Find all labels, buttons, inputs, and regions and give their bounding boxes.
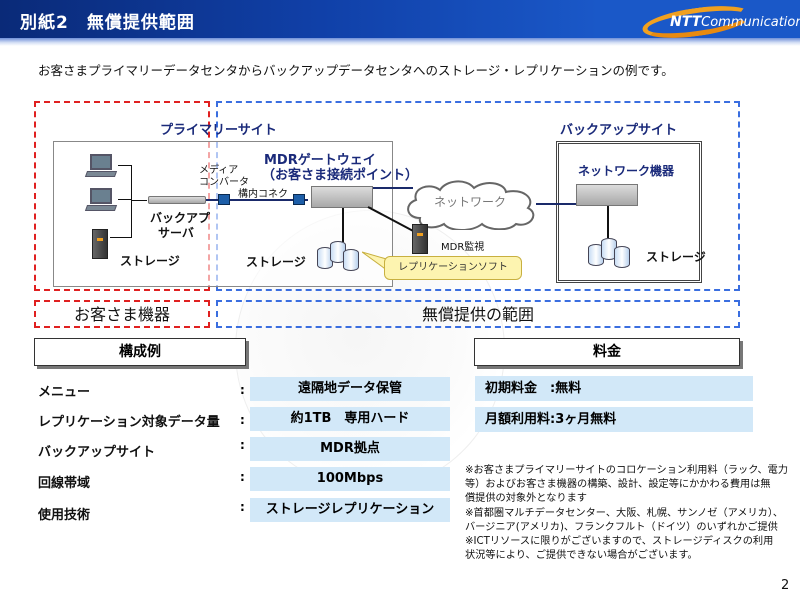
note-line: ※お客さまプライマリーサイトのコロケーション利用料（ラック、電力 [465,465,789,476]
customer-storage-server-icon [92,229,108,259]
gateway-storage-line [342,208,344,242]
connector-line [110,237,132,238]
storage-disk-icon [343,249,359,271]
media-converter-icon [293,194,305,205]
footnotes: ※お客さまプライマリーサイトのコロケーション利用料（ラック、電力 等）およびお客… [465,464,789,563]
network-label: ネットワーク [434,195,507,209]
network-cloud-icon [407,180,535,230]
backup-server-label-1: バックアプ [150,211,211,225]
storage-disk-icon [614,246,630,268]
backup-site-label: バックアップサイト [560,123,678,138]
config-example-header: 構成例 [34,338,246,366]
monthly-fee: 月額利用料:3ヶ月無料 [475,407,753,432]
note-line: 償提供の対象外となります [465,493,587,505]
config-row-label: 回線帯域 [38,476,91,491]
connector-line [118,165,132,166]
network-device-icon [576,184,638,206]
network-backup-line [536,203,578,205]
media-converter-label-1: メディア [199,165,239,176]
note-line: バージニア(アメリカ)、フランクフルト（ドイツ）のいずれかご提供 [465,521,778,533]
config-row-value: 100Mbps [250,467,450,491]
note-line: 状況等により、ご提供できない場合がございます。 [465,550,698,562]
note-line: ※ICTリソースに限りがございますので、ストレージディスクの利用 [465,536,774,548]
mdr-monitor-server-icon [412,224,428,254]
colon: : [240,500,245,514]
mdr-storage-label: ストレージ [246,255,306,269]
colon: : [240,383,245,397]
backup-server-icon [148,196,206,204]
colon: : [240,413,245,427]
backup-storage-label: ストレージ [646,250,706,264]
mdr-monitor-label: MDR監視 [441,242,485,253]
logo-suffix: Communications [701,15,800,30]
media-converter-label-2: コンバータ [199,177,249,188]
client-pc-icon [84,188,118,214]
initial-fee: 初期料金 :無料 [475,376,753,401]
config-row-label: レプリケーション対象データ量 [38,415,220,430]
client-pc-icon [84,154,118,180]
note-line: ※首都圏マルチデータセンター、大阪、札幌、サンノゼ（アメリカ）、 [465,507,784,519]
gateway-label-2: （お客さま接続ポイント） [262,168,419,183]
gateway-network-line [373,187,413,189]
gateway-label-1: MDRゲートウェイ [264,153,376,168]
page-number: 2 [781,578,790,593]
premises-link-line [206,199,308,201]
colon: : [240,438,245,452]
customer-storage-label: ストレージ [120,254,180,268]
logo-text: NTTCommunications [670,14,800,30]
network-device-label: ネットワーク機器 [578,164,675,178]
colon: : [240,470,245,484]
config-row-value: MDR拠点 [250,437,450,461]
intro-text: お客さまプライマリーデータセンタからバックアップデータセンタへのストレージ・レプ… [38,63,674,78]
media-converter-icon [218,194,230,205]
replication-software-callout: レプリケーションソフト [384,256,522,280]
connector-line [118,199,132,200]
ntt-logo: NTTCommunications [640,0,800,44]
primary-site-label: プライマリーサイト [160,123,277,138]
connector-line [131,165,132,238]
config-row-value: 遠隔地データ保管 [250,377,450,401]
note-line: 等）およびお客さま機器の構築、設計、設定等にかかわる費用は無 [465,479,771,491]
connector-line [131,200,147,201]
config-row-label: 使用技術 [38,508,91,523]
title-bar [0,0,800,42]
config-row-label: メニュー [38,385,91,400]
config-row-label: バックアップサイト [38,445,156,460]
title-bar-fade [0,38,800,46]
customer-equipment-banner: お客さま機器 [34,300,210,328]
premises-connect-label: 構内コネク [238,189,288,200]
page-title: 別紙2 無償提供範囲 [20,13,195,33]
backup-storage-line [607,206,609,238]
free-scope-banner: 無償提供の範囲 [216,300,740,328]
mdr-gateway-device-icon [311,186,373,208]
config-row-value: ストレージレプリケーション [250,498,450,522]
config-row-value: 約1TB 専用ハード [250,407,450,431]
pricing-header: 料金 [474,338,740,366]
logo-brand: NTT [670,14,702,30]
backup-server-label-2: サーバ [158,226,194,240]
